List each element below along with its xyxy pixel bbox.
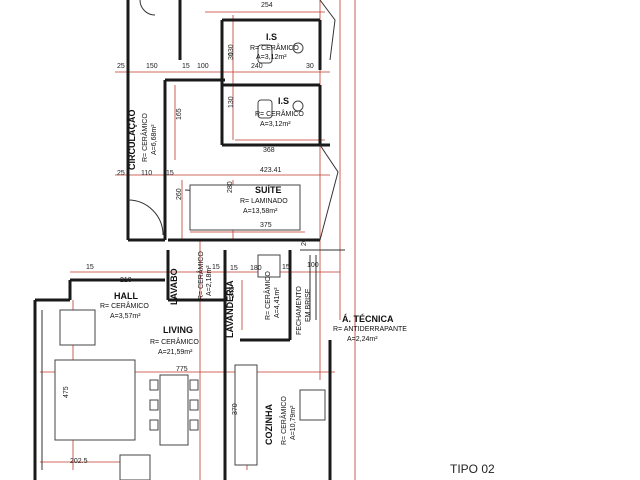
sink-1 [292,42,304,54]
hall-finish: R= CERÂMICO [100,303,149,310]
cozinha-area: A=10,79m² [290,405,297,440]
bed [189,184,301,231]
dim-label: 370 [232,403,239,415]
dim-label: 100 [197,63,209,70]
lavabo-name: LAVABO [169,268,179,305]
dim-label: 150 [146,63,158,70]
toilet-1 [257,44,273,64]
toilet-2 [257,99,273,119]
sink-2 [292,100,304,112]
tecnica-area: A=2,24m² [347,336,378,343]
dim-label: 202.5 [70,458,88,465]
dim-label: 15 [230,265,238,272]
dim-label: 130 [228,44,235,56]
is1-area: A=3,12m² [256,54,287,61]
sofa [54,359,136,441]
is1-name: I.S [266,32,278,42]
tecnica-name: Á. TÉCNICA [342,314,394,324]
walls [33,0,332,480]
cozinha-name: COZINHA [264,404,274,445]
tecnica-finish: R= ANTIDERRAPANTE [333,326,407,333]
brise-note-1: FECHAMENTO [296,286,303,335]
circulacao-name: CIRCULAÇÃO [127,109,137,171]
suite-finish: R= LAMINADO [240,198,288,205]
is2-finish: R= CERÂMICO [255,111,304,118]
lavabo-finish: R= CERÂMICO [198,251,205,300]
dim-label: 15 [212,264,220,271]
chair [149,399,159,411]
dim-label: 775 [176,366,188,373]
dim-label: 20 [301,238,308,246]
chair [189,379,199,391]
dim-label: 25 [117,63,125,70]
dim-label: 180 [250,265,262,272]
chair [189,399,199,411]
door-swing [139,0,156,16]
stove [299,389,326,421]
hall-name: HALL [114,291,138,301]
chair [189,419,199,431]
circulacao-area: A=6,68m² [151,124,158,155]
plan-title: TIPO 02 [450,462,495,476]
dim-label: 368 [263,147,275,154]
is2-area: A=3,12m² [260,121,291,128]
suite-area: A=13,58m² [243,208,278,215]
dim-label: 240 [251,63,263,70]
dim-label: 130 [228,96,235,108]
dim-label: 165 [176,108,183,120]
chair [149,379,159,391]
is2-name: I.S [278,96,290,106]
washer [257,254,281,278]
circulacao-finish: R= CERÂMICO [142,113,149,162]
brise-note-2: EM BRISE [305,288,312,322]
top-glazing [319,0,336,61]
stair-grid [119,454,151,480]
dim-label: 15 [182,63,190,70]
dim-label: 280 [227,181,234,193]
lavanderia-finish: R= CERÂMICO [265,271,272,320]
suite-glazing [319,144,339,241]
dining-table [159,374,189,446]
dim-label: 375 [260,222,272,229]
living-finish: R= CERÂMICO [150,339,199,346]
cozinha-finish: R= CERÂMICO [281,396,288,445]
dim-label: 245 [229,286,236,298]
living-name: LIVING [163,325,194,335]
armchair [59,309,96,346]
dim-label: 15 [282,264,290,271]
dim-label: 210 [120,277,132,284]
door-swing [127,199,164,236]
living-area: A=21,59m² [158,349,193,356]
fixtures [54,42,326,480]
kitchen-counter [234,364,258,466]
dim-label: 100 [307,262,319,269]
suite-name: SUÍTE [255,185,282,195]
dim-label: 260 [176,188,183,200]
lavanderia-area: A=4,41m² [274,287,281,318]
dim-label: 254 [261,2,273,9]
dim-label: 423.41 [260,167,282,174]
dim-label: 15 [86,264,94,271]
dim-label: 25 [117,170,125,177]
dim-label: 475 [63,386,70,398]
dim-label: 30 [306,63,314,70]
dim-label: 110 [141,170,153,177]
is1-finish: R= CERÂMICO [250,45,299,52]
dim-label: 15 [166,170,174,177]
hall-area: A=3,57m² [110,313,141,320]
chair [149,419,159,431]
